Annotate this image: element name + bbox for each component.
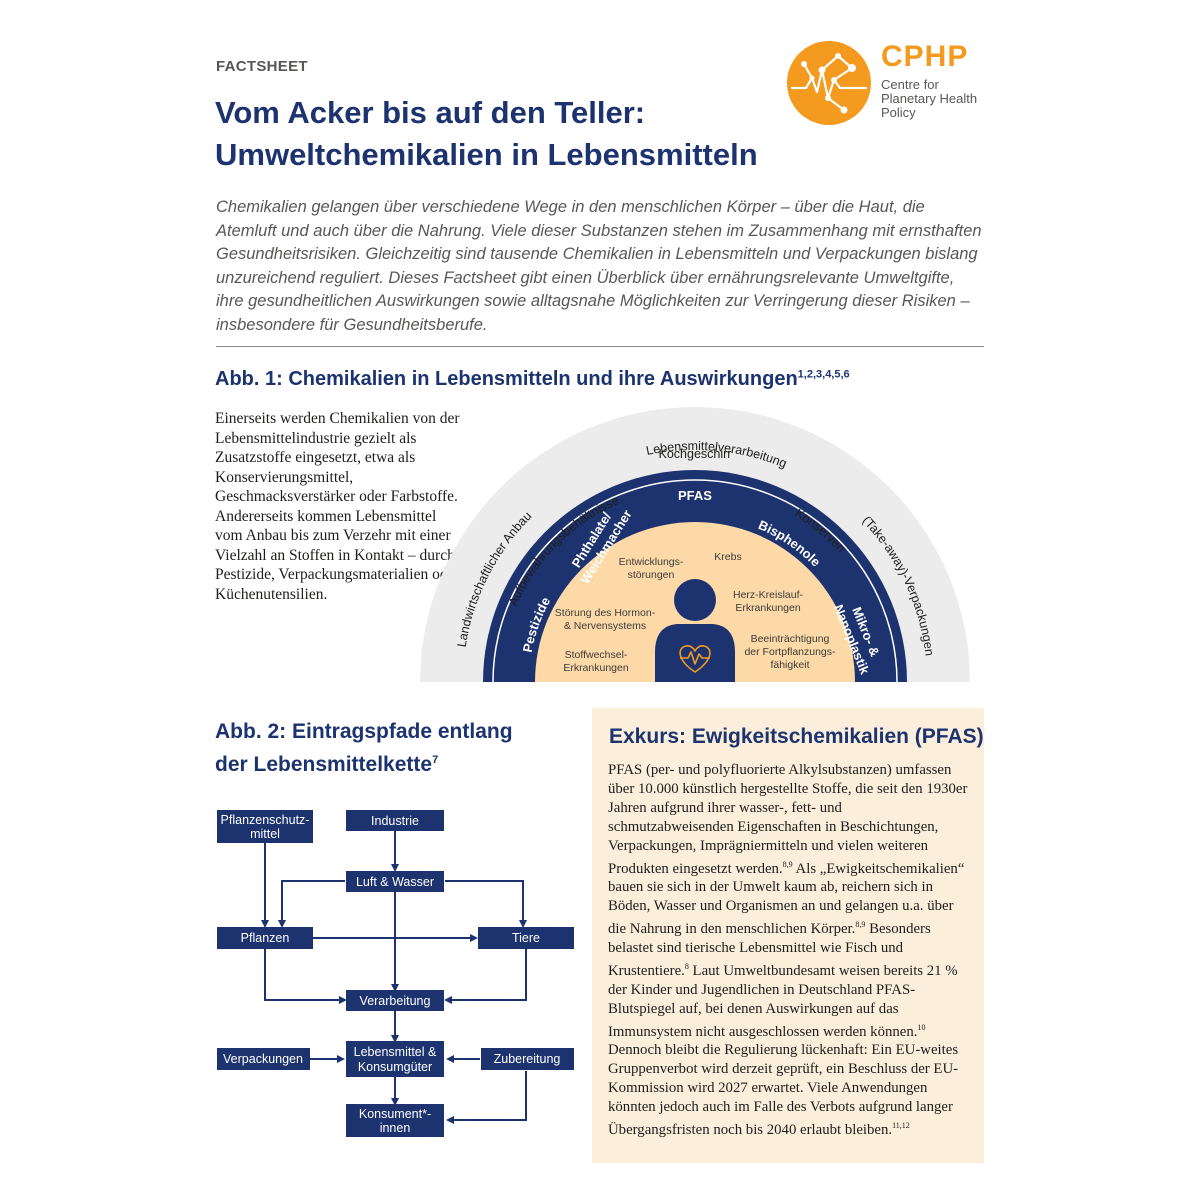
arrow	[445, 880, 527, 928]
node-label: Tiere	[512, 931, 540, 945]
footnote-ref: 10	[917, 1022, 926, 1032]
node-pflanzenschutzmittel	[217, 810, 313, 843]
fig1-chemicals-arc-diagram: Landwirtschaftlicher Anbau Aufbewahrungs…	[420, 407, 970, 683]
node-label: Verpackungen	[223, 1052, 303, 1066]
footnote-ref: 11,12	[892, 1121, 910, 1130]
logo-subtitle-line: Centre for	[881, 77, 939, 92]
person-icon	[655, 579, 735, 682]
node-verarbeitung	[346, 990, 444, 1011]
footnote-ref: 8	[684, 961, 689, 971]
title-line-2: Umweltchemikalien in Lebensmitteln	[215, 137, 758, 172]
exkurs-text: Laut Umweltbundesamt weisen bereits 21 %…	[608, 962, 958, 1040]
node-label: Industrie	[371, 814, 419, 828]
exkurs-text: PFAS (per- und polyfluorierte Alkylsubst…	[608, 762, 968, 877]
effect-label: Entwicklungs-störungen	[619, 556, 684, 581]
fig1-heading-refs: 1,2,3,4,5,6	[797, 368, 850, 381]
exkurs-text: Besonders belastet sind tierische Lebens…	[608, 921, 931, 979]
footnote-ref: 8,9	[855, 920, 866, 930]
node-konsumenten	[346, 1104, 444, 1137]
fig2-heading: Abb. 2: Eintragspfade entlang der Lebens…	[215, 718, 513, 779]
logo-wordmark: CPHP	[881, 40, 969, 73]
logo-subtitle: Centre for Planetary Health Policy	[881, 78, 977, 120]
fig2-heading-line: Abb. 2: Eintragspfade entlang	[215, 720, 513, 743]
effect-label: Krebs	[714, 551, 741, 563]
footnote-ref: 8,9	[782, 859, 793, 869]
arrow	[278, 880, 345, 928]
exkurs-body: PFAS (per- und polyfluorierte Alkylsubst…	[608, 761, 970, 1140]
factsheet-kicker: FACTSHEET	[216, 58, 308, 75]
fig2-heading-refs: 7	[432, 754, 439, 766]
node-pflanzen	[217, 927, 313, 949]
node-label: Konsument*-innen	[359, 1107, 431, 1135]
node-industrie	[346, 810, 444, 831]
outer-label: Kochgeschirr	[659, 447, 732, 461]
node-label: Lebensmittel &Konsumgüter	[354, 1045, 437, 1074]
node-label: Verarbeitung	[360, 994, 431, 1008]
exkurs-text: Dennoch bleibt die Regulierung lückenhaf…	[608, 1042, 959, 1138]
node-luft-wasser	[346, 871, 444, 892]
divider	[216, 346, 984, 347]
fig1-heading-text: Abb. 1: Chemikalien in Lebensmitteln und…	[215, 368, 798, 390]
logo-subtitle-line: Planetary Health	[881, 91, 978, 106]
fig2-flow-diagram: Pflanzenschutz-mittel Industrie Luft & W…	[217, 810, 574, 1137]
effect-label: Stoffwechsel-Erkrankungen	[563, 649, 629, 674]
effect-label: Störung des Hormon-& Nervensystems	[555, 607, 656, 632]
middle-label: PFAS	[678, 488, 712, 503]
node-label: Zubereitung	[494, 1052, 561, 1066]
arrow	[446, 1071, 527, 1124]
node-lebensmittel	[346, 1041, 444, 1077]
heartbeat-icon	[679, 645, 711, 673]
arrow	[264, 949, 347, 1004]
exkurs-heading: Exkurs: Ewigkeitschemikalien (PFAS)	[609, 725, 984, 748]
effect-label: Herz-Kreislauf-Erkrankungen	[733, 589, 804, 614]
node-tiere	[478, 927, 574, 949]
cphp-logo: CPHP Centre for Planetary Health Policy	[786, 40, 986, 125]
fig1-heading: Abb. 1: Chemikalien in Lebensmitteln und…	[215, 368, 850, 391]
node-label: Pflanzen	[241, 931, 290, 945]
intro-paragraph: Chemikalien gelangen über verschiedene W…	[216, 198, 982, 334]
exkurs-text: Als „Ewigkeitschemikalien“ bauen sie sic…	[608, 860, 965, 938]
logo-subtitle-line: Policy	[881, 105, 916, 120]
arrow	[444, 949, 527, 1004]
node-label: Luft & Wasser	[356, 875, 434, 889]
middle-ring-border	[492, 479, 898, 683]
node-label: Pflanzenschutz-mittel	[221, 813, 310, 841]
node-verpackungen	[217, 1048, 310, 1070]
page-title: Vom Acker bis auf den Teller: Umweltchem…	[215, 92, 758, 176]
cphp-logo-icon	[787, 41, 871, 125]
fig1-body-text: Einerseits werden Chemikalien von der Le…	[215, 410, 460, 603]
title-line-1: Vom Acker bis auf den Teller:	[215, 95, 646, 130]
fig2-heading-line: der Lebensmittelkette	[215, 753, 433, 776]
node-zubereitung	[481, 1048, 574, 1070]
exkurs-pfas-box: Exkurs: Ewigkeitschemikalien (PFAS) PFAS…	[592, 708, 984, 1163]
